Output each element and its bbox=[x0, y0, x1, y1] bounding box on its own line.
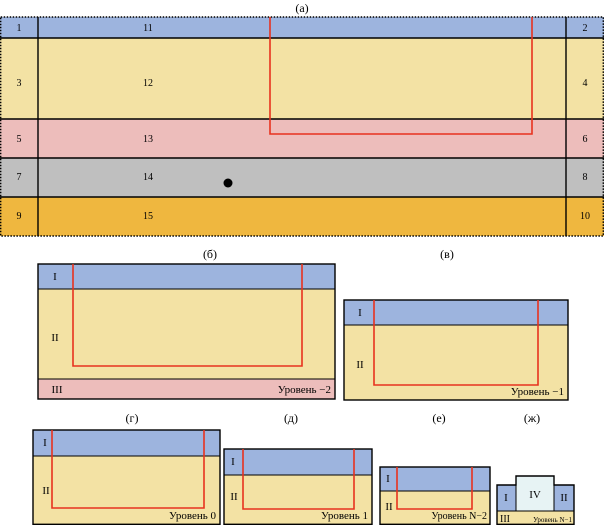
panel-a-label-left-1: 1 bbox=[17, 23, 22, 34]
panel-e-border bbox=[379, 466, 491, 525]
panel-a-label-mid-5: 15 bbox=[143, 211, 153, 222]
panel-a-label-left-4: 7 bbox=[17, 172, 22, 183]
panel-a-label-mid-3: 13 bbox=[143, 134, 153, 145]
panel-a-label-left-2: 3 bbox=[17, 78, 22, 89]
panel-d-caption: (д) bbox=[284, 411, 298, 425]
panel-d-border bbox=[223, 448, 373, 525]
panel-a-label-right-2: 4 bbox=[583, 78, 588, 89]
panel-v-layer-1 bbox=[344, 300, 568, 325]
panel-zh-level-label: Уровень N−1 bbox=[533, 516, 572, 524]
panel-a-label-left-3: 5 bbox=[17, 134, 22, 145]
panel-b-layer-2-label: II bbox=[51, 332, 59, 344]
panel-b-level-label: Уровень −2 bbox=[278, 384, 331, 396]
panel-a-label-left-5: 9 bbox=[17, 211, 22, 222]
panel-a-label-mid-2: 12 bbox=[143, 78, 153, 89]
panel-e: (е) I II Уровень N−2 bbox=[379, 411, 491, 525]
panel-v-layer-2-label: II bbox=[356, 359, 364, 371]
panel-b-layer-2 bbox=[38, 289, 335, 379]
panel-b-caption: (б) bbox=[203, 247, 217, 261]
panel-d-layer-1 bbox=[224, 449, 372, 475]
panel-d-red-contour bbox=[242, 449, 355, 510]
panel-v-level-label: Уровень −1 bbox=[511, 386, 564, 398]
panel-a-border bbox=[0, 16, 604, 237]
panel-e-layer-1-label: I bbox=[386, 473, 390, 485]
panel-zh-layer-3 bbox=[497, 511, 574, 525]
panel-zh-layer-4 bbox=[516, 476, 554, 511]
panel-a-label-mid-1: 11 bbox=[143, 23, 153, 34]
panel-v-border bbox=[343, 299, 569, 401]
panel-a-row-1 bbox=[0, 17, 604, 38]
panel-e-level-label: Уровень N−2 bbox=[431, 511, 487, 522]
panel-a-row-3 bbox=[0, 119, 604, 158]
panel-b-layer-3-label: III bbox=[52, 384, 63, 396]
panel-a-label-right-4: 8 bbox=[583, 172, 588, 183]
panel-g-caption: (г) bbox=[126, 411, 139, 425]
panel-a-red-contour bbox=[269, 17, 533, 135]
panel-v: (в) I II Уровень −1 bbox=[343, 247, 569, 401]
panel-v-caption: (в) bbox=[440, 247, 454, 261]
panel-g: (г) I II Уровень 0 bbox=[32, 411, 221, 525]
panel-a-row-4 bbox=[0, 158, 604, 197]
panel-g-layer-1 bbox=[33, 430, 220, 456]
panel-v-layer-1-label: I bbox=[358, 307, 362, 319]
panel-b-red-contour bbox=[72, 264, 303, 367]
panel-g-layer-2 bbox=[33, 456, 220, 525]
panel-a-row-5 bbox=[0, 197, 604, 236]
panel-zh-layer-2-right bbox=[554, 485, 574, 511]
panel-b-layer-3 bbox=[38, 379, 335, 399]
panel-e-layer-2-label: II bbox=[385, 501, 393, 513]
panel-zh-layer-4-label: IV bbox=[529, 489, 541, 501]
panel-zh: (ж) I IV II III Уровень N−1 bbox=[496, 411, 575, 525]
panel-g-layer-1-label: I bbox=[43, 437, 47, 449]
panel-b-layer-1-label: I bbox=[53, 271, 57, 283]
panel-a: (а) 1 11 2 3 12 4 5 13 6 7 14 8 9 15 10 bbox=[0, 1, 604, 237]
panel-d-level-label: Уровень 1 bbox=[321, 510, 368, 522]
panel-a-label-right-3: 6 bbox=[583, 134, 588, 145]
panel-a-label-right-1: 2 bbox=[583, 23, 588, 34]
panel-g-layer-2-label: II bbox=[42, 485, 50, 497]
panel-a-caption: (а) bbox=[295, 1, 308, 15]
panel-zh-layer-1-left bbox=[497, 485, 516, 511]
panel-a-point-marker bbox=[223, 178, 233, 188]
panel-a-label-right-5: 10 bbox=[580, 211, 590, 222]
panel-d: (д) I II Уровень 1 bbox=[223, 411, 373, 525]
panel-d-layer-2 bbox=[224, 475, 372, 525]
panel-v-red-contour bbox=[373, 300, 539, 386]
panel-b-border bbox=[37, 263, 336, 400]
panel-zh-layer-2-label: II bbox=[560, 492, 568, 504]
panel-a-row-2 bbox=[0, 38, 604, 119]
panel-g-red-contour bbox=[51, 430, 205, 509]
panel-g-border bbox=[32, 429, 221, 525]
panel-v-layer-2 bbox=[344, 325, 568, 400]
panel-zh-layer-1-label: I bbox=[504, 492, 508, 504]
panel-a-label-mid-4: 14 bbox=[143, 172, 153, 183]
panel-b: (б) I II III Уровень −2 bbox=[37, 247, 336, 400]
panel-d-layer-2-label: II bbox=[230, 491, 238, 503]
panel-g-level-label: Уровень 0 bbox=[169, 510, 216, 522]
panel-zh-layer-3-label: III bbox=[500, 514, 510, 525]
panel-e-caption: (е) bbox=[432, 411, 445, 425]
panel-e-red-contour bbox=[396, 467, 473, 510]
panel-b-layer-1 bbox=[38, 264, 335, 289]
panel-d-layer-1-label: I bbox=[231, 456, 235, 468]
panel-zh-caption: (ж) bbox=[524, 411, 540, 425]
